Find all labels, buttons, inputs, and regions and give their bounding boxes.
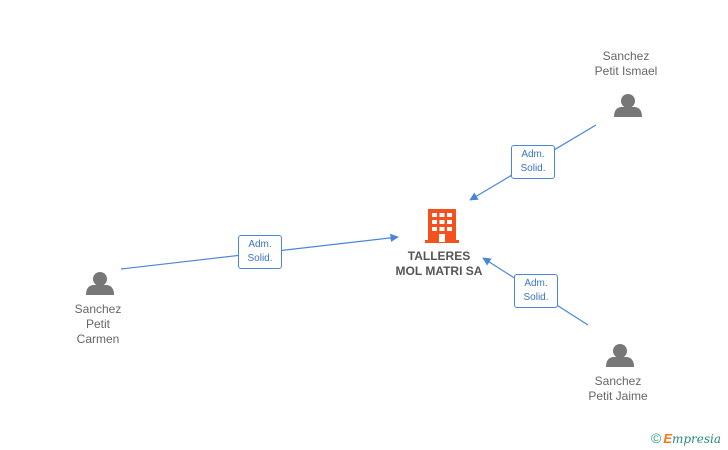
person-name-line: Sanchez [74,302,122,316]
company-name-line1: TALLERES [407,249,471,263]
person-name-line: Petit Ismael [594,64,658,78]
person-icon[interactable] [606,344,634,367]
relation-label-carmen: Adm. Solid. [238,235,282,269]
person-icon[interactable] [86,272,114,295]
person-label-ismael[interactable]: Sanchez Petit Ismael [566,49,686,79]
relation-role-line: Solid. [523,292,549,303]
person-name-line: Petit [85,317,110,331]
brand-name: mpresia [672,432,722,446]
person-name-line: Sanchez [594,374,642,388]
copyright-symbol: © [651,430,662,446]
person-label-jaime[interactable]: Sanchez Petit Jaime [558,374,678,404]
person-name-line: Carmen [76,332,120,346]
company-name[interactable]: TALLERES MOL MATRI SA [369,249,509,279]
relation-role-line: Adm. [248,239,272,250]
person-icon[interactable] [614,94,642,117]
empresia-logo: ©Empresia [651,430,721,446]
relation-role-line: Adm. [521,149,545,160]
relation-label-ismael: Adm. Solid. [511,145,555,179]
company-name-line2: MOL MATRI SA [395,264,483,278]
brand-e: E [663,431,672,446]
relation-role-line: Solid. [247,253,273,264]
relation-label-jaime: Adm. Solid. [514,274,558,308]
relation-role-line: Solid. [520,163,546,174]
building-icon[interactable] [425,209,459,243]
person-name-line: Sanchez [602,49,650,63]
relation-role-line: Adm. [524,278,548,289]
person-name-line: Petit Jaime [588,389,648,403]
person-label-carmen[interactable]: Sanchez Petit Carmen [38,302,158,347]
